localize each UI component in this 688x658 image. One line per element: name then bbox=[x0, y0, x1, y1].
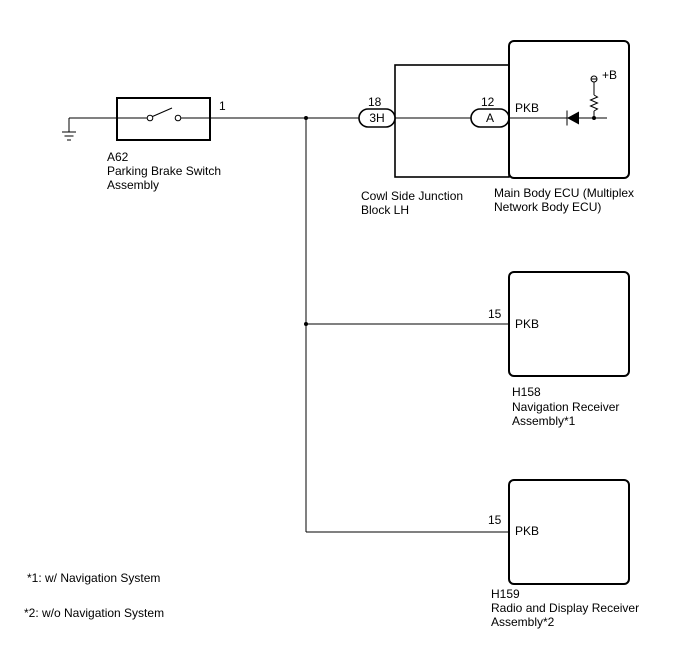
junction-name-line2: Block LH bbox=[361, 203, 409, 217]
radio-receiver-pin: 15 bbox=[488, 513, 502, 527]
switch-code: A62 bbox=[107, 150, 129, 164]
switch-pin-label: 1 bbox=[219, 99, 226, 113]
main-body-ecu-name-line2: Network Body ECU) bbox=[494, 200, 601, 214]
main-body-ecu-box bbox=[508, 40, 630, 179]
navigation-receiver-terminal: PKB bbox=[515, 317, 539, 331]
parking-brake-switch-box bbox=[116, 97, 211, 141]
connector-a-pin: 12 bbox=[481, 95, 495, 109]
switch-name-line1: Parking Brake Switch bbox=[107, 164, 221, 178]
main-body-ecu-terminal: PKB bbox=[515, 101, 539, 115]
resistor-icon bbox=[589, 75, 599, 118]
diode-icon bbox=[566, 110, 579, 126]
radio-receiver-box bbox=[508, 479, 630, 585]
navigation-receiver-name-line1: Navigation Receiver bbox=[512, 400, 619, 414]
connector-3h-pin: 18 bbox=[368, 95, 382, 109]
radio-receiver-name-line2: Assembly*2 bbox=[491, 615, 555, 629]
navigation-receiver-pin: 15 bbox=[488, 307, 502, 321]
navigation-receiver-code: H158 bbox=[512, 385, 541, 399]
connector-3h-label: 3H bbox=[369, 111, 384, 125]
ecu-supply-label: +B bbox=[602, 68, 617, 82]
navigation-receiver-box bbox=[508, 271, 630, 377]
navigation-receiver-name-line2: Assembly*1 bbox=[512, 414, 576, 428]
ground-icon bbox=[62, 118, 76, 141]
connector-a-label: A bbox=[486, 111, 494, 125]
footnote-1: *1: w/ Navigation System bbox=[27, 571, 160, 585]
radio-receiver-name-line1: Radio and Display Receiver bbox=[491, 601, 639, 615]
radio-receiver-terminal: PKB bbox=[515, 524, 539, 538]
switch-name-line2: Assembly bbox=[107, 178, 159, 192]
main-body-ecu-name-line1: Main Body ECU (Multiplex bbox=[494, 186, 634, 200]
radio-receiver-code: H159 bbox=[491, 587, 520, 601]
switch-contact-icon bbox=[117, 107, 210, 122]
junction-name-line1: Cowl Side Junction bbox=[361, 189, 463, 203]
footnote-2: *2: w/o Navigation System bbox=[24, 606, 164, 620]
